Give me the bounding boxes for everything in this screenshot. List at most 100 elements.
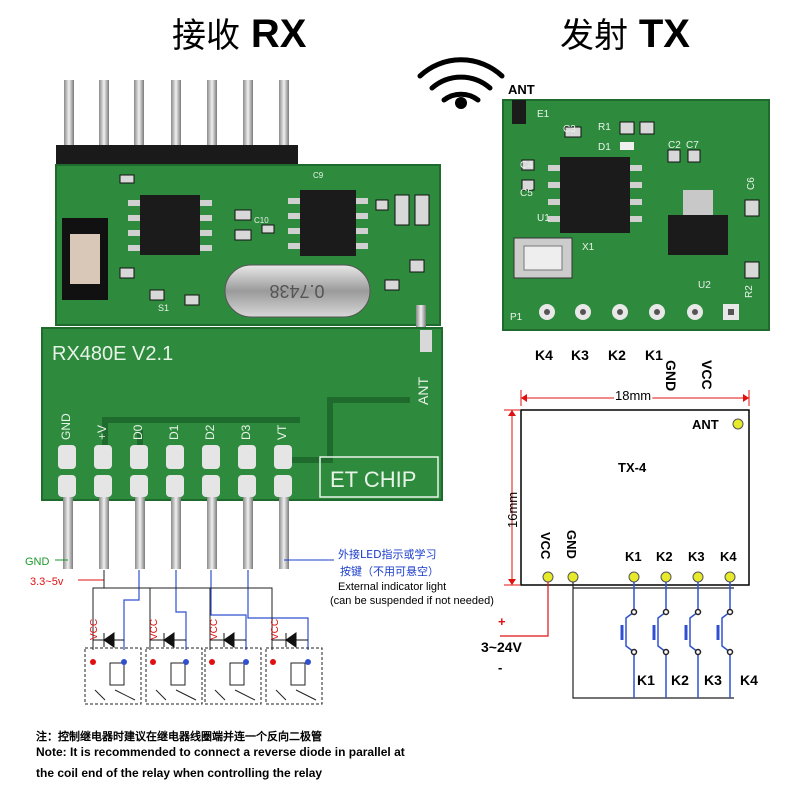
rx-pin-label-d3: D3: [239, 424, 253, 440]
tx-diagram-pin-k4: K4: [720, 549, 737, 564]
led-note-en-1: External indicator light: [338, 581, 447, 593]
tx-pin-label-gnd: GND: [663, 360, 679, 391]
tx-diagram-pin-vcc: VCC: [538, 532, 553, 560]
tx-title: 发射 TX: [560, 8, 690, 57]
rx-pin-label-d2: D2: [203, 424, 217, 440]
push-button-icon: [652, 582, 670, 698]
tx-silk-u1: U1: [537, 213, 550, 224]
tx-led-d1: [620, 142, 634, 150]
tx-pin-label-k3: K3: [571, 347, 589, 363]
tx-pin-label-k2: K2: [608, 347, 626, 363]
rx-pin-label-d0: D0: [131, 424, 145, 440]
tx-silk-r1: R1: [598, 122, 611, 133]
relay-block-2: VCC: [145, 619, 203, 705]
tx-pin-label-k4: K4: [535, 347, 553, 363]
relay-icon: [204, 647, 262, 705]
rx-pin-label-gnd: GND: [59, 413, 73, 440]
tx-button-label-k4: K4: [740, 672, 758, 688]
tx-ant-pad: [512, 100, 526, 124]
tx-push-buttons: [620, 582, 734, 698]
relay-4-vcc: VCC: [270, 619, 281, 640]
tx-silk-c7: C7: [686, 140, 699, 151]
note-zh: 注：控制继电器时建议在继电器线圈端并连一个反向二极管: [36, 730, 322, 743]
tx-silk-c6: C6: [746, 177, 757, 190]
rx-header-pins-bottom: [63, 497, 289, 569]
diode-icon: [210, 632, 246, 648]
tx-supply-minus: -: [498, 660, 502, 675]
push-button-icon: [684, 582, 702, 698]
tx-silk-r2: R2: [744, 285, 755, 298]
tx-crystal-x1: [513, 237, 573, 279]
tx-button-label-k1: K1: [637, 672, 655, 688]
diode-icon: [272, 632, 308, 648]
rx-ic-2: [300, 190, 356, 256]
tx-diagram-pin-k3: K3: [688, 549, 705, 564]
rx-brand-label: ET CHIP: [330, 467, 416, 492]
tx-regulator-u2: [668, 215, 728, 255]
diode-icon: [93, 632, 124, 648]
tx-silk-e1: E1: [537, 109, 550, 120]
tx-board-ant: ANT: [508, 82, 535, 97]
tx-silk-u2: U2: [698, 280, 711, 291]
diode-icon: [150, 632, 186, 648]
tx-ic-u1: [560, 157, 630, 233]
relay-block-1: VCC: [84, 619, 142, 705]
rx-antenna-pin: [416, 305, 426, 345]
tx-diagram-ant: ANT: [692, 417, 719, 432]
wifi-icon: [417, 57, 505, 109]
relay-block-3: VCC: [204, 619, 262, 705]
note-en-line1: Note: It is recommended to connect a rev…: [36, 745, 405, 759]
rx-silk-s1: S1: [158, 303, 169, 313]
rx-silk-c9: C9: [313, 171, 324, 180]
rx-header-pins-top: [56, 80, 298, 167]
rx-crystal: 0.7438: [224, 264, 371, 318]
tx-title-en: TX: [638, 12, 690, 56]
tx-height-label: 16mm: [505, 492, 520, 528]
rx-solder-pads: [58, 445, 292, 497]
tx-silk-p1: P1: [510, 312, 523, 323]
tx-silk-c5: C5: [520, 188, 533, 199]
tx-diagram-pin-gnd: GND: [564, 530, 579, 559]
tx-silk-c3: C3: [563, 124, 576, 135]
tx-pin-label-vcc: VCC: [699, 360, 715, 390]
note-en-line2: the coil end of the relay when controlli…: [36, 766, 323, 780]
tx-supply-plus: +: [498, 614, 506, 629]
tx-dimension-diagram: 18mm 16mm ANT TX-4 VCC GND K1 K2 K3 K4: [504, 386, 750, 586]
tx-width-label: 18mm: [615, 388, 651, 403]
tx-title-zh: 发射: [560, 16, 628, 56]
rx-title-zh: 接收: [172, 16, 240, 56]
tx-diagram-pin-k1: K1: [625, 549, 642, 564]
rx-pin-label-vt: VT: [275, 424, 289, 440]
push-button-icon: [620, 582, 638, 698]
tx-button-label-k2: K2: [671, 672, 689, 688]
led-note-zh-1: 外接LED指示或学习: [338, 548, 437, 561]
rx-pin-label-d1: D1: [167, 424, 181, 440]
tx-silk-c4: C4: [520, 160, 533, 171]
rx-pcb-bottom: [41, 327, 443, 501]
tx-pads: [539, 304, 739, 320]
rx-gnd-label: GND: [25, 556, 50, 568]
tx-pin-label-k1: K1: [645, 347, 663, 363]
rx-silk-c10: C10: [254, 216, 269, 225]
rx-supply-label: 3.3~5v: [30, 576, 64, 588]
tx-diagram-pin-k2: K2: [656, 549, 673, 564]
rx-learn-button: [62, 218, 108, 300]
tx-diagram-name: TX-4: [618, 460, 647, 475]
relay-1-vcc: VCC: [89, 619, 100, 640]
tx-silk-x1: X1: [582, 242, 595, 253]
led-note-en-2: (can be suspended if not needed): [330, 595, 494, 607]
relay-icon: [265, 647, 323, 705]
tx-module-box: [520, 409, 750, 586]
tx-button-label-k3: K3: [704, 672, 722, 688]
rx-crystal-label: 0.7438: [269, 281, 324, 301]
relay-3-vcc: VCC: [209, 619, 220, 640]
led-note-zh-2: 按键（不用可悬空）: [340, 565, 439, 578]
tx-silk-d1: D1: [598, 142, 611, 153]
relay-icon: [145, 647, 203, 705]
tx-silk-c2: C2: [668, 140, 681, 151]
rx-ic-1: [140, 195, 200, 255]
relay-icon: [84, 647, 142, 705]
relay-2-vcc: VCC: [149, 619, 160, 640]
tx-supply-voltage: 3~24V: [481, 639, 523, 655]
